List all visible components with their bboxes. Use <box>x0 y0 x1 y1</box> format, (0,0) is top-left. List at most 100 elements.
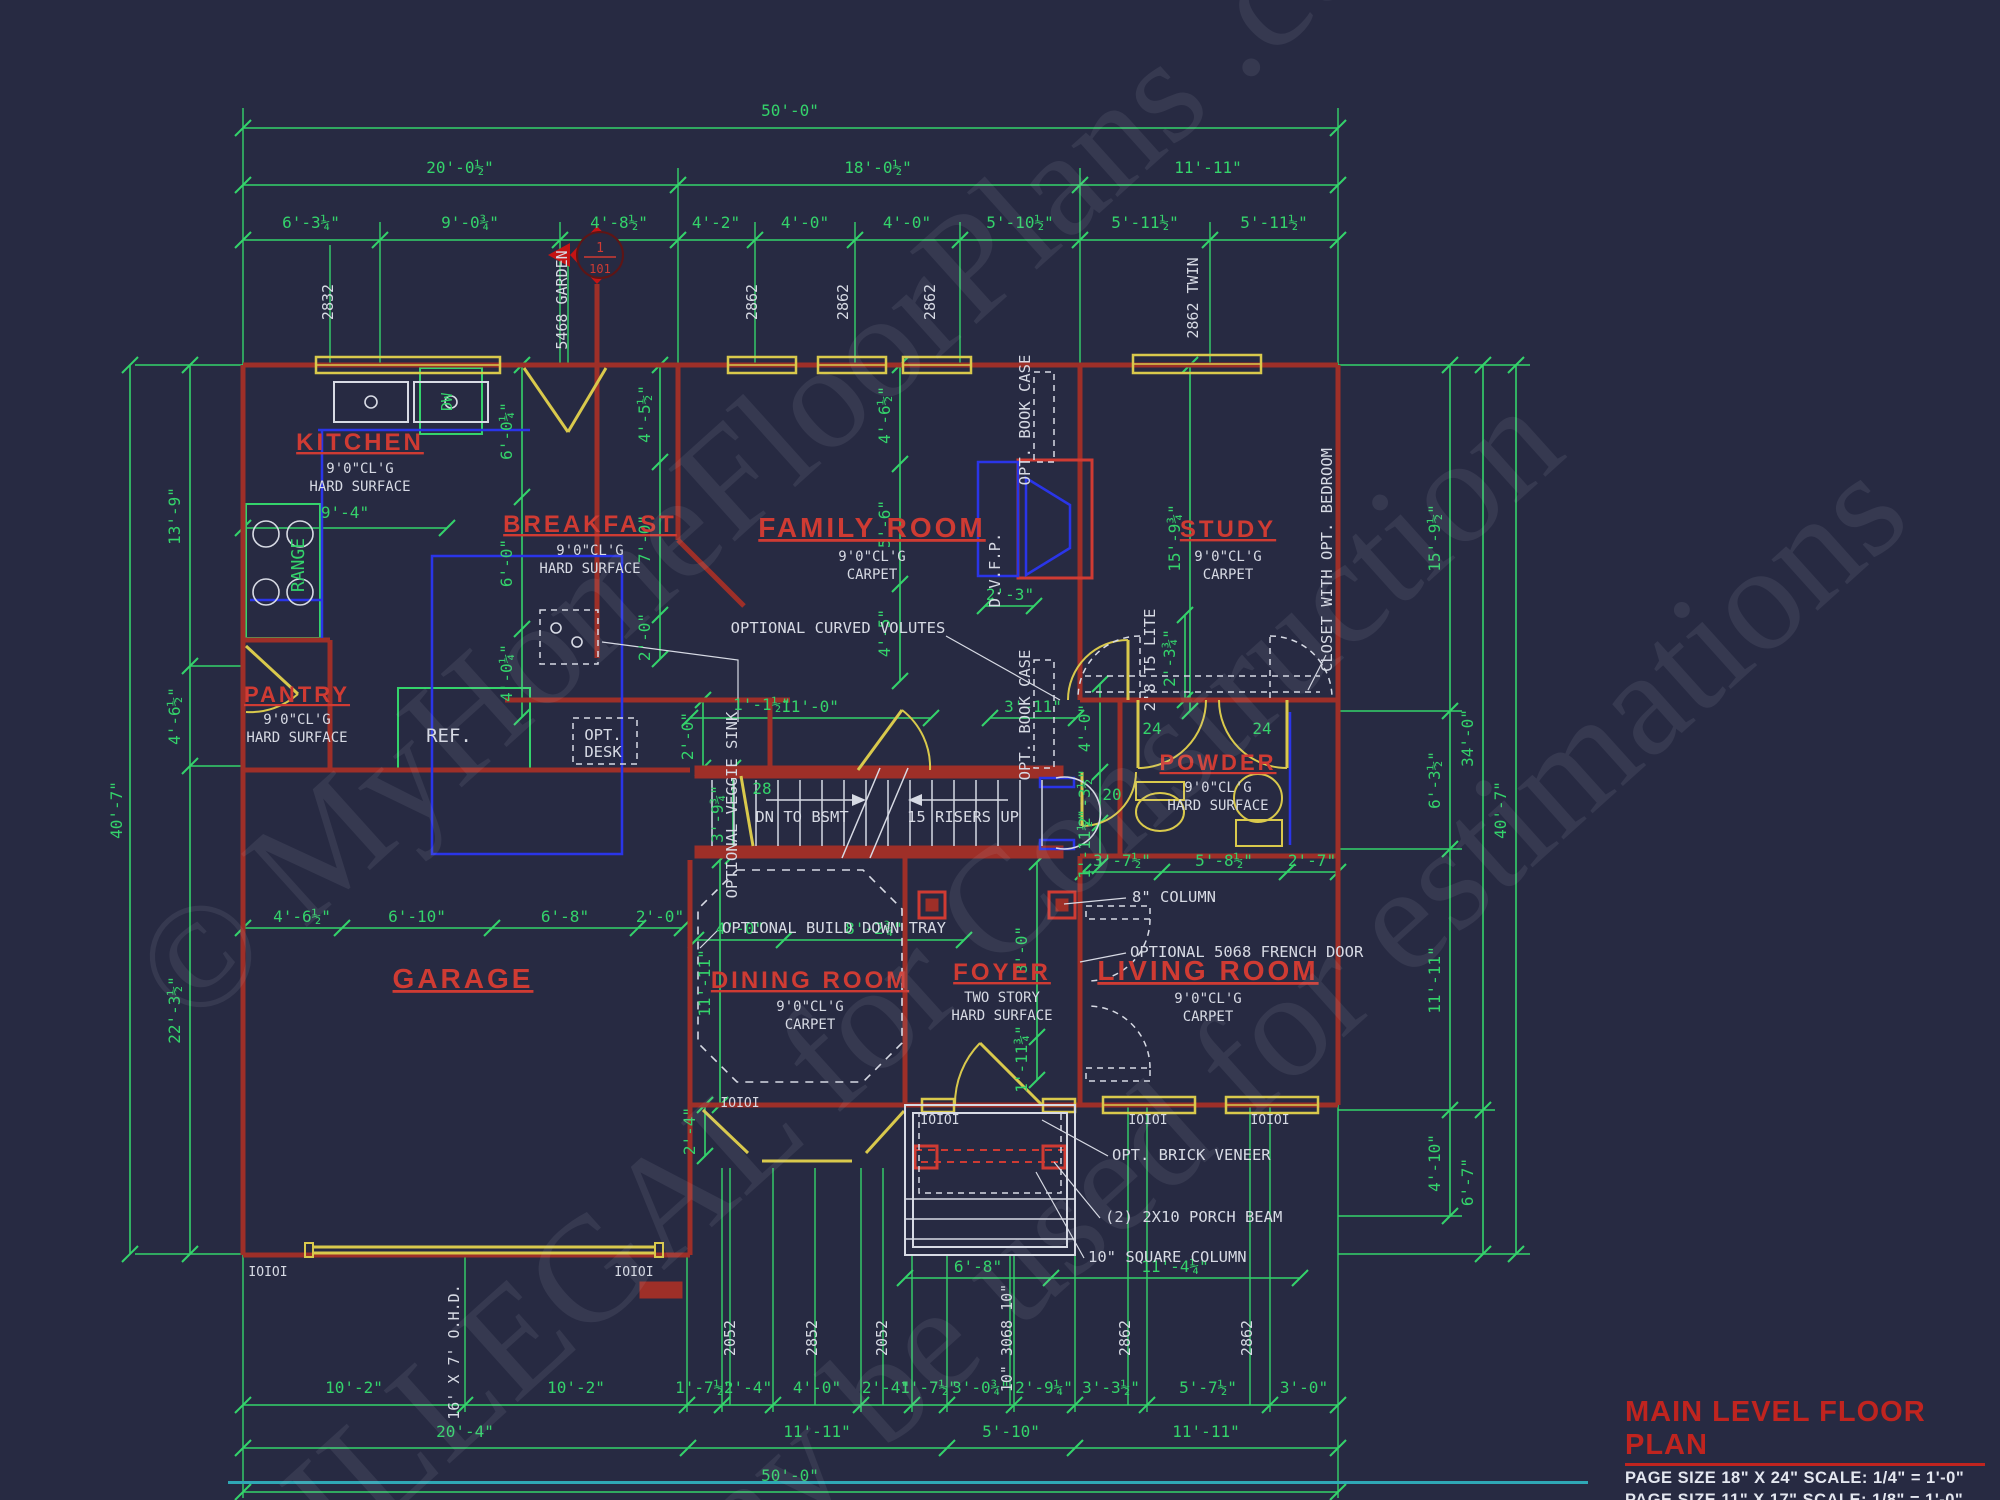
dim-label: 2'-3½" <box>1075 769 1094 827</box>
dimension-tick <box>513 708 531 726</box>
leader-line <box>1035 1171 1085 1259</box>
toilet-bowl <box>1135 792 1185 832</box>
room-label: FAMILY ROOM <box>758 512 985 543</box>
dim-label: 5'-11½" <box>1111 213 1178 232</box>
room-label: DINING ROOM <box>711 967 909 994</box>
dimension-tick <box>1091 675 1109 693</box>
note-label: DESK <box>584 743 622 761</box>
dimension-tick <box>1028 1071 1046 1089</box>
dim-label: 6'-3½" <box>1425 751 1444 809</box>
door-swing-arc <box>901 709 932 771</box>
dimension-tick <box>1042 1269 1060 1287</box>
note-label: IOIOI <box>248 1265 287 1280</box>
dim-label: 10'-2" <box>547 1378 605 1397</box>
note-label: IOIOI <box>720 1096 759 1111</box>
door-leaf <box>244 644 300 696</box>
counter-outline <box>1038 776 1076 789</box>
dim-label: 6'-8" <box>954 1257 1002 1276</box>
dim-label: 2'-7" <box>1288 851 1336 870</box>
dimension-tick <box>891 672 909 690</box>
detail-outline <box>904 1104 1076 1256</box>
page-size-line-2: PAGE SIZE 11" X 17" SCALE: 1/8" = 1'-0" <box>1625 1491 1964 1500</box>
room-label: PANTRY <box>244 682 350 707</box>
note-label: OPTIONAL 5068 FRENCH DOOR <box>1130 943 1364 961</box>
column-outline <box>1047 890 1077 920</box>
dim-label: 15'-9¾" <box>1165 504 1184 571</box>
dim-label: 11'-0" <box>781 697 839 716</box>
note-label: 1 <box>596 241 604 256</box>
note-label: 15 RISERS UP <box>907 808 1019 826</box>
dim-label: 20'-4" <box>436 1422 494 1441</box>
counter-outline <box>430 554 624 856</box>
window-size-label: 2832 <box>319 284 337 320</box>
door-leaf <box>566 367 608 433</box>
dimension-tick <box>651 606 669 624</box>
dim-label: 13'-9" <box>165 487 184 545</box>
note-label: OPTIONAL CURVED VOLUTES <box>731 619 946 637</box>
dim-label: 4'-8½" <box>590 213 648 232</box>
door-swing-arc <box>245 693 299 714</box>
detail-outline <box>912 1112 1068 1248</box>
room-label: KITCHEN <box>296 429 424 456</box>
leader-line <box>1063 897 1127 905</box>
dim-label: 11'-11" <box>1172 1422 1239 1441</box>
dashed-door-arc <box>1269 635 1333 699</box>
dim-label: 15'-9½" <box>1425 504 1444 571</box>
window-size-label: 2862 TWIN <box>1184 257 1202 338</box>
dim-label: 40'-7" <box>107 781 126 839</box>
arrow-head <box>852 794 866 806</box>
dim-label: 4'-5½" <box>635 385 654 443</box>
door-leaf <box>701 1108 750 1155</box>
dim-label: 4'-10" <box>1425 1134 1444 1192</box>
wall-fill <box>1055 898 1069 912</box>
dimension-tick <box>891 455 909 473</box>
dim-label: 5'-10" <box>982 1422 1040 1441</box>
dim-label: 5'-11½" <box>1240 213 1307 232</box>
note-label: 8" COLUMN <box>1132 888 1216 906</box>
room-sub-label: 9'0"CL'G <box>838 549 905 565</box>
dashed-door-arc <box>1087 918 1151 982</box>
dim-label: 24 <box>1142 719 1161 738</box>
dimension-tick <box>483 919 501 937</box>
detail-outline <box>413 381 489 423</box>
fixture-outline <box>304 1242 314 1258</box>
dimension-tick <box>121 1245 139 1263</box>
optional-dashed-outline <box>918 1112 1062 1194</box>
door-leaf <box>864 1109 906 1155</box>
leader-line <box>1041 1119 1109 1157</box>
dim-label: 4'-0" <box>781 213 829 232</box>
window-size-label: 2862 <box>1238 1320 1256 1356</box>
door-swing-arc <box>1137 699 1207 769</box>
door-swing-arc <box>953 1042 981 1106</box>
room-sub-label: CARPET <box>847 567 898 583</box>
fixture-outline <box>654 1242 664 1258</box>
room-sub-label: CARPET <box>1183 1009 1234 1025</box>
note-label: DN TO BSMT <box>755 808 848 826</box>
dimension-tick <box>891 575 909 593</box>
fixture-outline <box>1235 819 1283 847</box>
dim-label: 1'-11½" <box>1075 811 1094 878</box>
dim-label: 2'-9¼" <box>1015 1378 1073 1397</box>
dimension-tick <box>333 919 351 937</box>
french-door-panel <box>1085 1067 1151 1082</box>
dim-label: 11'-11" <box>1425 946 1444 1013</box>
dim-label: 4'-0" <box>793 1378 841 1397</box>
dimension-tick <box>955 931 973 949</box>
room-sub-label: 9'0"CL'G <box>1174 991 1241 1007</box>
dimension-tick <box>681 709 699 727</box>
fixture-detail <box>286 578 314 606</box>
room-sub-label: 9'0"CL'G <box>263 712 330 728</box>
dim-label: 3'-9¾" <box>708 785 727 843</box>
dimension-tick <box>629 919 647 937</box>
room-sub-label: 9'0"CL'G <box>1194 549 1261 565</box>
dimension-tick <box>1091 763 1109 781</box>
dim-label: 4'-6½" <box>165 687 184 745</box>
dimension-tick <box>513 620 531 638</box>
dim-label: 2'-3¾" <box>1160 629 1179 687</box>
dim-label: 1'-7½" <box>900 1378 958 1397</box>
note-label: IOIOI <box>920 1113 959 1128</box>
dim-label: 6'-3¼" <box>282 213 340 232</box>
dimension-tick <box>438 519 456 537</box>
leader-line <box>1053 1161 1101 1219</box>
room-sub-label: HARD SURFACE <box>1167 798 1268 814</box>
